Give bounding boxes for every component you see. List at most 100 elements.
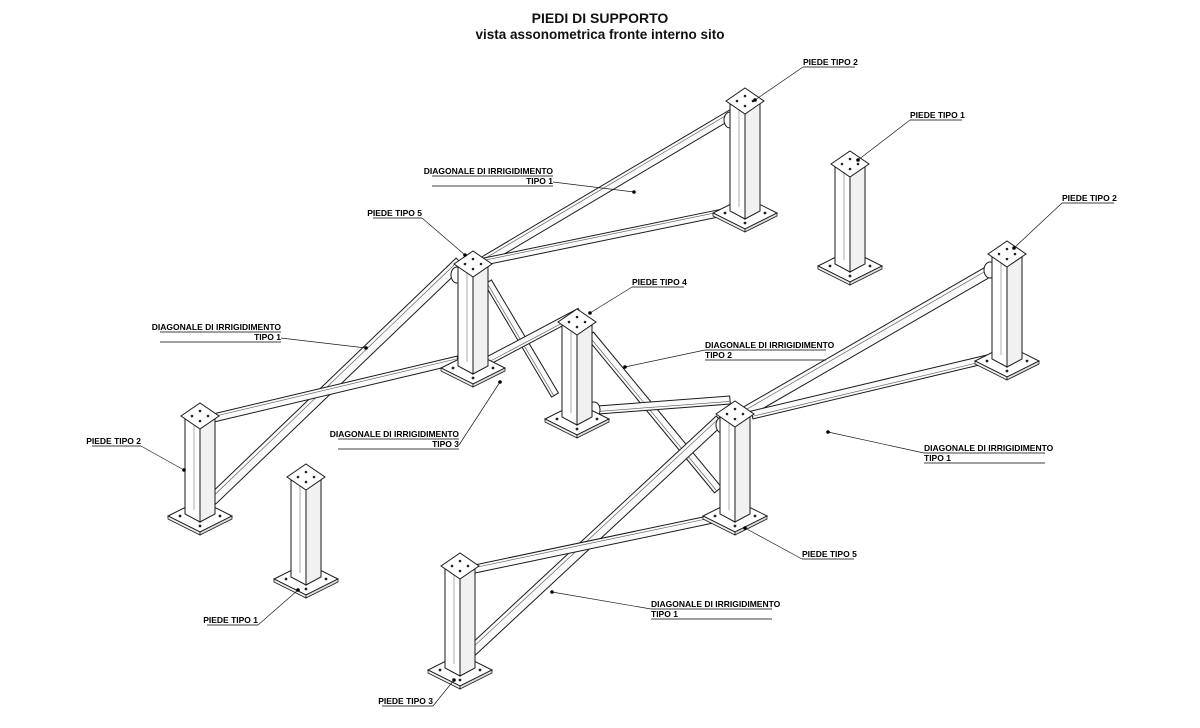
callout-label: PIEDE TIPO 5 [802, 549, 857, 559]
callout-label: PIEDE TIPO 2 [1062, 193, 1117, 203]
callout-piede-tipo-2-top: PIEDE TIPO 2 [753, 57, 858, 102]
leader-dot [826, 430, 830, 434]
callout-piede-tipo-1-left: PIEDE TIPO 1 [203, 588, 300, 626]
callout-piede-tipo-2-right: PIEDE TIPO 2 [1012, 193, 1117, 250]
post-piede-tipo-2 [711, 87, 779, 233]
post-face [834, 163, 851, 273]
post-face [472, 263, 489, 375]
callout-label: TIPO 1 [924, 453, 951, 463]
leader-line [624, 349, 706, 368]
callout-label: PIEDE TIPO 4 [632, 277, 687, 287]
callout-piede-tipo-1-right: PIEDE TIPO 1 [856, 110, 965, 162]
callout-label: PIEDE TIPO 2 [86, 436, 141, 446]
post-face [561, 321, 578, 426]
callout-label: DIAGONALE DI IRRIGIDIMENTO [152, 322, 282, 332]
callout-label: TIPO 1 [526, 176, 553, 186]
top-plate [440, 552, 480, 580]
post-face [849, 163, 866, 273]
post-piede-tipo-5 [701, 400, 769, 536]
diagonal-beam [597, 395, 731, 415]
top-plate [830, 150, 870, 178]
callout-label: DIAGONALE DI IRRIGIDIMENTO [330, 429, 460, 439]
drawing-subtitle: vista assonometrica fronte interno sito [475, 27, 725, 42]
diagonal-beam [207, 257, 465, 505]
leader-line [754, 66, 804, 101]
leader-dot [588, 311, 592, 315]
callout-label: DIAGONALE DI IRRIGIDIMENTO [924, 443, 1054, 453]
post-face [729, 100, 746, 220]
leader-dot [1012, 246, 1016, 250]
leader-dot [856, 158, 860, 162]
leader-line [551, 591, 652, 610]
leader-dot [623, 365, 627, 369]
leader-dot [498, 380, 502, 384]
post-face [290, 476, 307, 586]
leader-line [827, 431, 925, 454]
post-face [991, 253, 1008, 368]
top-plate [180, 402, 220, 430]
post-face [199, 415, 216, 523]
leader-line [744, 527, 803, 560]
callout-label: TIPO 1 [651, 609, 678, 619]
post-face [305, 476, 322, 586]
leader-line [857, 119, 911, 161]
callout-label: PIEDE TIPO 2 [803, 57, 858, 67]
post-piede-tipo-4 [543, 308, 611, 439]
diagonal-beam [479, 107, 738, 267]
leader-dot [452, 678, 456, 682]
callout-label: DIAGONALE DI IRRIGIDIMENTO [705, 340, 835, 350]
post-face [734, 413, 751, 523]
callout-label: TIPO 2 [705, 350, 732, 360]
callout-piede-tipo-5-left: PIEDE TIPO 5 [367, 208, 467, 257]
post-face [576, 321, 593, 426]
leader-dot [550, 590, 554, 594]
callout-label: PIEDE TIPO 5 [367, 208, 422, 218]
callout-piede-tipo-5-right: PIEDE TIPO 5 [743, 526, 857, 560]
top-plate [286, 463, 326, 491]
leader-dot [743, 526, 747, 530]
callout-label: DIAGONALE DI IRRIGIDIMENTO [424, 166, 554, 176]
leader-line [458, 381, 501, 446]
leader-line [1013, 202, 1063, 249]
leader-dot [182, 468, 186, 472]
leader-dot [364, 346, 368, 350]
top-plate [557, 308, 597, 336]
leader-line [280, 337, 367, 349]
drawing-title: PIEDI DI SUPPORTO [531, 10, 669, 26]
post-face [1006, 253, 1023, 368]
leader-line [432, 679, 455, 707]
leader-dot [296, 588, 300, 592]
post-face [444, 565, 461, 677]
post-piede-tipo-1 [816, 150, 884, 286]
leader-dot [463, 253, 467, 257]
leader-line [257, 589, 299, 626]
post-face [184, 415, 201, 523]
post-face [459, 565, 476, 677]
callout-label: DIAGONALE DI IRRIGIDIMENTO [651, 599, 781, 609]
callout-label: PIEDE TIPO 1 [910, 110, 965, 120]
post-face [744, 100, 761, 220]
top-plate [715, 400, 755, 428]
leader-dot [632, 190, 636, 194]
diagonal-beam [468, 510, 734, 575]
leader-line [140, 445, 185, 471]
callout-piede-tipo-3: PIEDE TIPO 3 [378, 678, 456, 707]
post-face [719, 413, 736, 523]
diagonal-beam [203, 355, 460, 425]
leader-line [552, 181, 635, 193]
leader-line [589, 286, 633, 314]
post-face [457, 263, 474, 375]
diagonal-beam [457, 415, 725, 665]
post-piede-tipo-1 [272, 463, 340, 599]
callout-label: TIPO 3 [432, 439, 459, 449]
leader-line [421, 217, 466, 256]
callout-piede-tipo-2-left: PIEDE TIPO 2 [86, 436, 186, 472]
